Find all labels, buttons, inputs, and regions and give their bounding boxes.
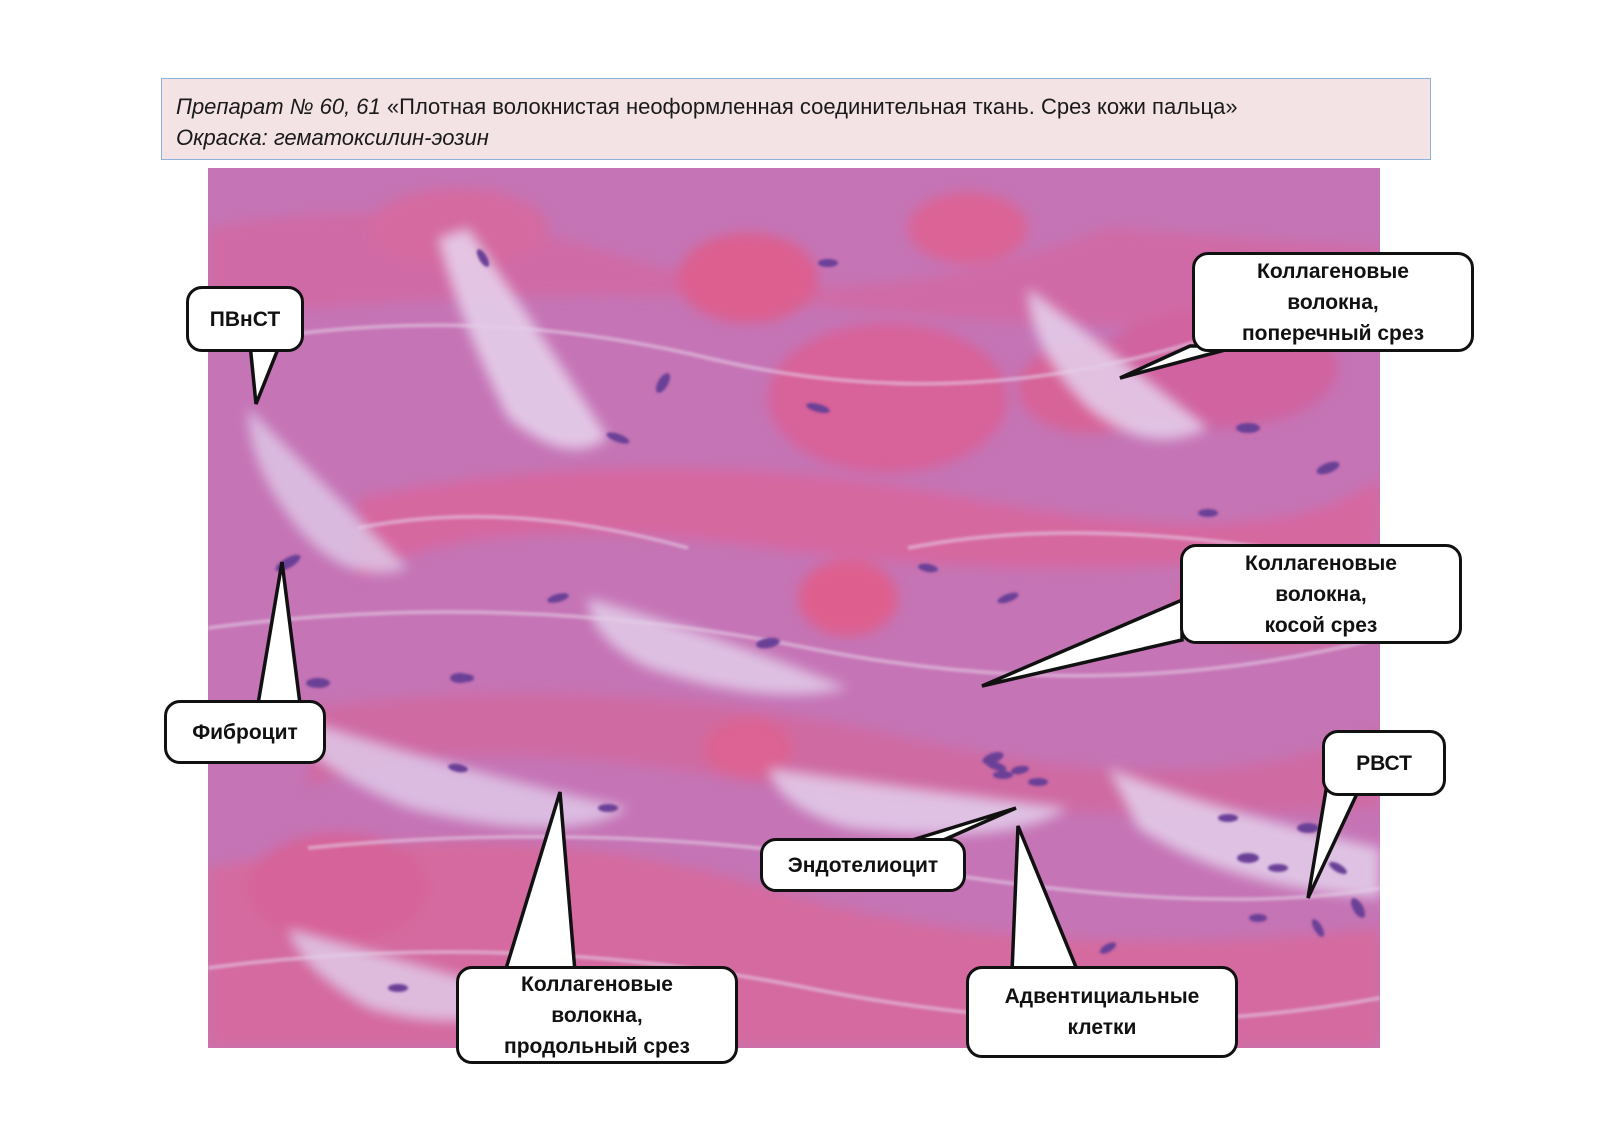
label-collagen-transverse: Коллагеновые волокна, поперечный срез [1192,252,1474,352]
label-adventitial: Адвентициальные клетки [966,966,1238,1058]
label-rvst: РВСТ [1322,730,1446,796]
preparation-title: «Плотная волокнистая неоформленная соеди… [386,94,1238,119]
label-fibrocyte: Фиброцит [164,700,326,764]
caption-header: Препарат № 60, 61 «Плотная волокнистая н… [161,78,1431,160]
label-line: клетки [1067,1016,1137,1039]
label-endotheliocyte: Эндотелиоцит [760,838,966,892]
label-line: Коллагеновые [521,972,673,996]
preparation-number: Препарат № 60, 61 [176,94,381,119]
label-pvnst: ПВнСТ [186,286,304,352]
label-line: продольный срез [504,1034,690,1058]
label-line: косой срез [1264,613,1378,637]
label-fibrocyte-text: Фиброцит [192,720,298,744]
label-line: Коллагеновые [1245,551,1397,575]
caption-line-1: Препарат № 60, 61 «Плотная волокнистая н… [176,91,1416,122]
label-line: поперечный срез [1241,321,1425,345]
label-line: волокна, [551,1003,643,1027]
label-line: волокна, [1275,582,1367,606]
label-line: Коллагеновые [1257,259,1409,283]
label-rvst-text: РВСТ [1356,751,1412,775]
label-collagen-oblique: Коллагеновые волокна, косой срез [1180,544,1462,644]
stain-line: Окраска: гематоксилин-эозин [176,125,489,150]
label-line: Адвентициальные [1004,985,1200,1008]
label-pvnst-text: ПВнСТ [209,307,281,331]
label-endotheliocyte-text: Эндотелиоцит [787,853,939,877]
label-line: волокна, [1287,290,1379,314]
label-collagen-longitudinal: Коллагеновые волокна, продольный срез [456,966,738,1064]
